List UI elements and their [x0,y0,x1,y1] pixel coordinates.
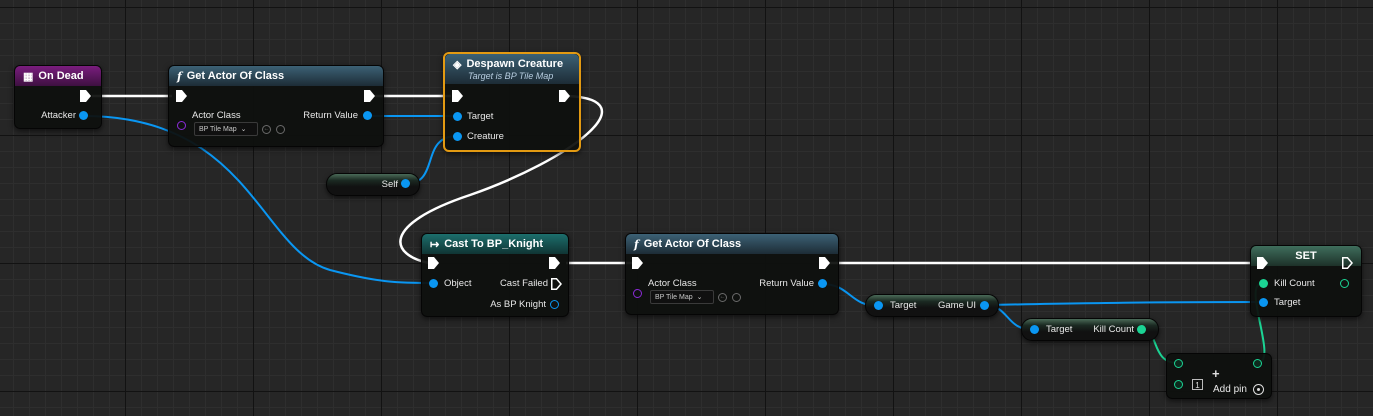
set-exec-out-pin[interactable] [1342,257,1353,269]
add-input-b-value[interactable]: 1 [1192,379,1203,390]
cast-title: Cast To BP_Knight [444,238,544,250]
game-ui-target-pin[interactable] [874,301,883,310]
cast-as-knight-label: As BP Knight [490,299,546,310]
add-pin-button-icon[interactable] [1253,384,1264,395]
function-icon: f [177,69,182,83]
function-diamond-icon: ◈ [453,59,462,71]
get-actor-1-class-dropdown[interactable]: BP Tile Map⌄ [194,122,258,136]
browse-asset-search-icon[interactable] [276,125,285,134]
get-actor-1-return-value-pin[interactable] [363,111,372,120]
get-actor-1-return-value-label: Return Value [303,110,358,121]
self-reference-node[interactable] [326,173,420,196]
set-kill-count-label: Kill Count [1274,278,1315,289]
add-input-a-pin[interactable] [1174,359,1183,368]
cast-failed-label: Cast Failed [499,278,548,289]
game-ui-output-pin[interactable] [980,301,989,310]
attacker-pin[interactable] [79,111,88,120]
get-actor-2-header[interactable]: f Get Actor Of Class [626,234,838,254]
add-plus-icon: + [1212,366,1220,381]
get-actor-2-class-dropdown[interactable]: BP Tile Map⌄ [650,290,714,304]
get-game-ui-node[interactable] [865,294,999,317]
despawn-title: Despawn Creature [466,58,564,70]
event-grid-icon: ▦ [23,70,34,83]
get-actor-1-exec-out-pin[interactable] [364,90,375,102]
get-actor-2-title: Get Actor Of Class [643,238,742,250]
set-target-pin[interactable] [1259,298,1268,307]
cast-to-bp-knight-node[interactable]: ↦ Cast To BP_Knight [421,233,569,317]
set-kill-count-in-pin[interactable] [1259,279,1268,288]
despawn-subtitle: Target is BP Tile Map [468,71,554,81]
get-actor-1-actor-class-pin[interactable] [177,121,186,130]
cast-object-pin[interactable] [429,279,438,288]
set-header[interactable]: SET [1251,246,1361,266]
get-actor-2-return-value-label: Return Value [759,278,814,289]
cast-arrow-icon: ↦ [430,238,440,251]
use-selected-asset-icon[interactable]: ← [262,125,271,134]
get-actor-1-header[interactable]: f Get Actor Of Class [169,66,383,86]
chevron-down-icon: ⌄ [240,126,247,133]
get-actor-1-actor-class-label: Actor Class [192,110,241,121]
cast-header[interactable]: ↦ Cast To BP_Knight [422,234,568,254]
get-actor-2-class-value: BP Tile Map [655,293,693,301]
kill-count-target-pin[interactable] [1030,325,1039,334]
function-icon: f [634,237,639,251]
get-actor-1-class-value: BP Tile Map [199,125,237,133]
cast-object-label: Object [444,278,472,289]
use-selected-asset-icon[interactable]: ← [718,293,727,302]
self-label: Self [381,179,398,190]
game-ui-target-label: Target [890,300,917,311]
despawn-exec-out-pin[interactable] [559,90,570,102]
despawn-target-pin[interactable] [453,112,462,121]
kill-count-output-label: Kill Count [1093,324,1134,335]
on-dead-header[interactable]: ▦ On Dead [15,66,101,86]
add-pin-label[interactable]: Add pin [1213,384,1247,395]
add-input-b-pin[interactable] [1174,380,1183,389]
add-output-pin[interactable] [1253,359,1262,368]
on-dead-exec-out-pin[interactable] [80,90,91,102]
get-actor-2-exec-in-pin[interactable] [632,257,643,269]
get-actor-2-actor-class-pin[interactable] [633,289,642,298]
data-wire-gameui-settarget [983,301,1264,306]
self-pin[interactable] [401,179,410,188]
despawn-target-label: Target [467,111,494,122]
chevron-down-icon: ⌄ [696,294,703,301]
get-kill-count-node[interactable] [1021,318,1159,341]
cast-as-knight-pin[interactable] [550,300,559,309]
set-kill-count-out-pin[interactable] [1340,279,1349,288]
browse-asset-search-icon[interactable] [732,293,741,302]
despawn-creature-pin[interactable] [453,132,462,141]
set-title: SET [1295,250,1317,262]
despawn-exec-in-pin[interactable] [452,90,463,102]
on-dead-title: On Dead [38,70,84,82]
kill-count-output-pin[interactable] [1137,325,1146,334]
cast-exec-in-pin[interactable] [428,257,439,269]
cast-failed-exec-pin[interactable] [551,278,562,290]
get-actor-1-exec-in-pin[interactable] [176,90,187,102]
despawn-creature-label: Creature [467,131,504,142]
despawn-header[interactable]: ◈ Despawn Creature [445,54,579,84]
set-exec-in-pin[interactable] [1257,257,1268,269]
cast-exec-out-pin[interactable] [549,257,560,269]
set-target-label: Target [1274,297,1301,308]
despawn-creature-node[interactable]: ◈ Despawn Creature Target is BP Tile Map [443,52,581,152]
get-actor-2-actor-class-label: Actor Class [648,278,697,289]
get-actor-1-title: Get Actor Of Class [186,70,285,82]
get-actor-2-return-value-pin[interactable] [818,279,827,288]
exec-wire-despawn-cast [399,94,604,265]
attacker-label: Attacker [41,110,76,121]
get-actor-2-exec-out-pin[interactable] [819,257,830,269]
game-ui-output-label: Game UI [937,300,976,311]
kill-count-target-label: Target [1046,324,1073,335]
